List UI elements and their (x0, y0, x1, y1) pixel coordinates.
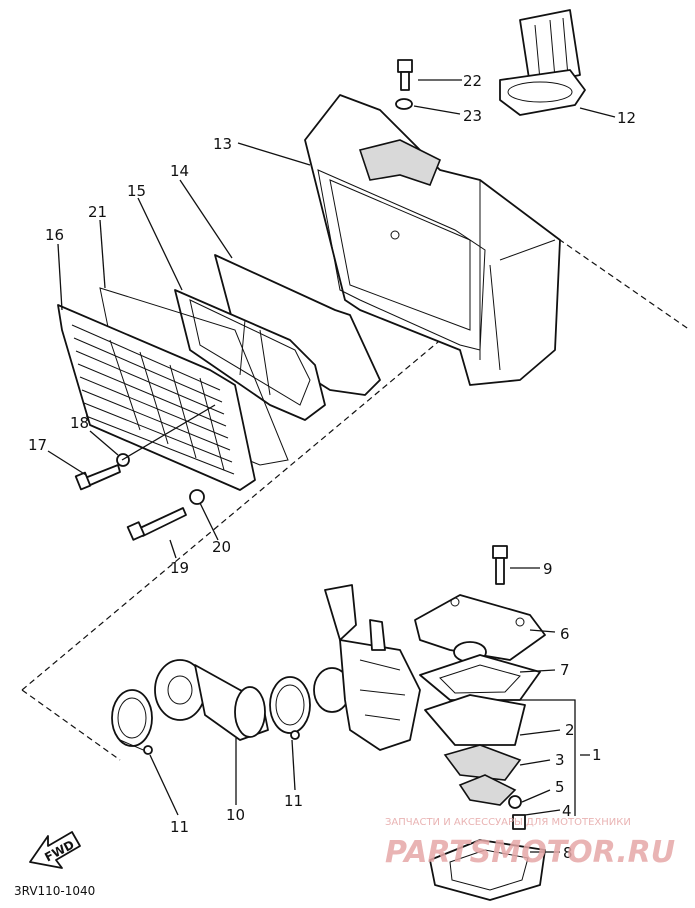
bolt-19 (126, 507, 187, 541)
hose-clamp-right (269, 676, 311, 740)
label-9: 9 (543, 560, 553, 578)
gasket-7 (419, 654, 541, 701)
label-5: 5 (555, 778, 565, 796)
label-23: 23 (463, 107, 482, 125)
label-3: 3 (555, 751, 565, 769)
label-18: 18 (70, 414, 89, 432)
bolt-17 (74, 464, 121, 491)
fwd-arrow-icon: FWD (29, 831, 81, 869)
reed-petal-3 (443, 744, 522, 781)
watermark: ЗАПЧАСТИ И АКСЕССУАРЫ ДЛЯ МОТОТЕХНИКИ PA… (385, 817, 675, 870)
label-15: 15 (127, 182, 146, 200)
label-11-left: 11 (170, 818, 189, 836)
label-8: 8 (563, 844, 573, 862)
bolt-22 (397, 59, 413, 91)
air-box (304, 94, 561, 386)
label-14: 14 (170, 162, 189, 180)
label-22: 22 (463, 72, 482, 90)
intake-duct (499, 9, 586, 116)
carburetor (313, 584, 421, 751)
leader-lines (47, 79, 616, 853)
reed-stopper-5 (458, 774, 517, 806)
label-7: 7 (560, 661, 570, 679)
label-11-right: 11 (284, 792, 303, 810)
hose-clamp-left (111, 689, 153, 755)
label-21: 21 (88, 203, 107, 221)
air-cleaner-cover (57, 304, 256, 491)
label-10: 10 (226, 806, 245, 824)
label-16: 16 (45, 226, 64, 244)
washer-23 (395, 98, 413, 110)
washer-5 (508, 795, 522, 809)
reed-valve-cover-6 (414, 594, 546, 663)
label-2: 2 (565, 721, 575, 739)
reference-plane-line-left (21, 689, 121, 761)
label-1: 1 (592, 746, 602, 764)
diagram-code: 3RV110-1040 (14, 884, 95, 898)
watermark-caption: ЗАПЧАСТИ И АКСЕССУАРЫ ДЛЯ МОТОТЕХНИКИ (385, 817, 631, 828)
watermark-brand: PARTSMOTOR.RU (385, 835, 675, 870)
reed-valve-body-2 (424, 694, 526, 746)
label-17: 17 (28, 436, 47, 454)
label-6: 6 (560, 625, 570, 643)
leader-bolt (121, 404, 216, 461)
carburetor-joint (154, 659, 269, 741)
label-12: 12 (617, 109, 636, 127)
washer-20 (189, 489, 205, 505)
part-labels: 22 23 12 13 14 15 21 16 18 17 19 20 9 6 … (28, 72, 636, 862)
gasket-8 (429, 839, 546, 901)
label-19: 19 (170, 559, 189, 577)
bolt-9 (492, 545, 508, 585)
label-13: 13 (213, 135, 232, 153)
label-4: 4 (562, 802, 572, 820)
screw-4 (512, 814, 526, 830)
label-20: 20 (212, 538, 231, 556)
